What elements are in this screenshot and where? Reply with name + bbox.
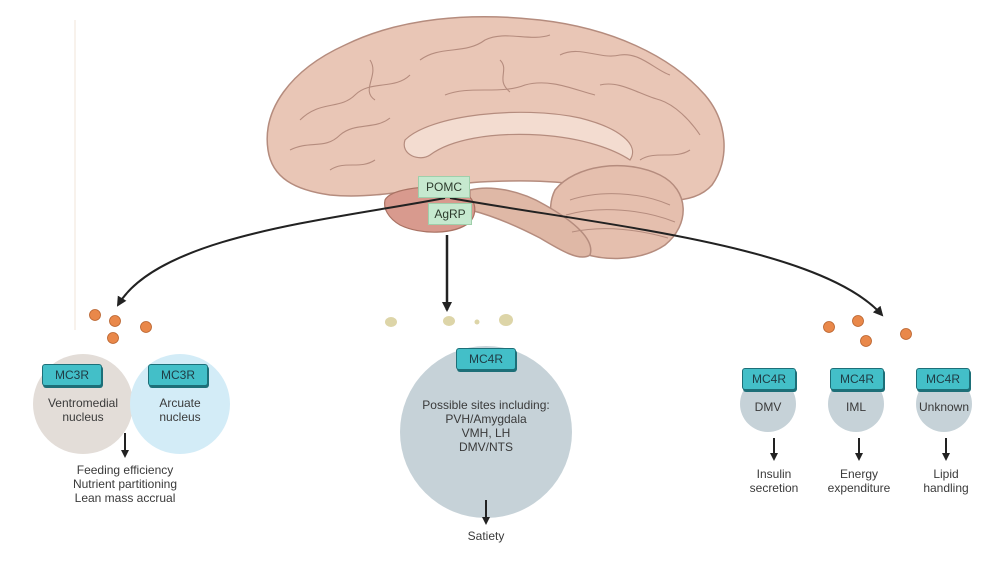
ventromedial-line-1: Ventromedial <box>47 396 119 410</box>
dmv-outcome: Insulin secretion <box>739 467 809 495</box>
lipid-line-1: Lipid <box>933 467 959 481</box>
arrow-to-left-group <box>116 197 446 307</box>
mc4r-tag-center: MC4R <box>456 348 516 370</box>
cerebellum-folia <box>565 193 676 239</box>
ventromedial-line-2: nucleus <box>62 410 104 424</box>
mc4r-sites-label: Possible sites including: PVH/Amygdala V… <box>406 398 566 454</box>
mc4r-sites-circle <box>400 346 572 518</box>
arrow-to-right-group <box>449 197 884 317</box>
iml-label: IML <box>845 400 866 414</box>
mc4r-tag-dmv: MC4R <box>742 368 796 390</box>
outcome-lean-mass-accrual: Lean mass accrual <box>74 491 176 505</box>
pomc-label: POMC <box>418 176 470 198</box>
orange-particles-right <box>823 315 912 347</box>
outcome-feeding-efficiency: Feeding efficiency <box>76 463 174 477</box>
energy-line-2: expenditure <box>827 481 891 495</box>
iml-circle <box>828 376 884 432</box>
left-outcomes: Feeding efficiency Nutrient partitioning… <box>55 463 195 505</box>
arcuate-line-2: nucleus <box>159 410 201 424</box>
unknown-label: Unknown <box>918 400 970 414</box>
sites-line-3: VMH, LH <box>461 426 511 440</box>
dmv-circle <box>740 376 796 432</box>
unknown-circle <box>916 376 972 432</box>
arcuate-nucleus-label: Arcuate nucleus <box>130 396 230 424</box>
arcuate-line-1: Arcuate <box>159 396 201 410</box>
outcome-nutrient-partitioning: Nutrient partitioning <box>72 477 178 491</box>
insulin-line-1: Insulin <box>756 467 792 481</box>
iml-outcome: Energy expenditure <box>818 467 900 495</box>
agrp-label: AgRP <box>428 203 472 225</box>
corpus-callosum <box>403 111 634 161</box>
mc3r-tag-ventromedial: MC3R <box>42 364 102 386</box>
mc4r-tag-unknown: MC4R <box>916 368 970 390</box>
mc4r-tag-iml: MC4R <box>830 368 884 390</box>
lipid-line-2: handling <box>923 481 969 495</box>
brain-illustration <box>266 15 725 260</box>
orange-particles-left <box>89 309 152 344</box>
energy-line-1: Energy <box>839 467 879 481</box>
brainstem <box>469 187 592 258</box>
sites-line-4: DMV/NTS <box>459 440 513 454</box>
sites-line-2: PVH/Amygdala <box>445 412 527 426</box>
dmv-label: DMV <box>754 400 782 414</box>
unknown-outcome: Lipid handling <box>911 467 981 495</box>
mc3r-tag-arcuate: MC3R <box>148 364 208 386</box>
yellow-particles-center <box>385 314 513 327</box>
gyri-folds <box>289 34 701 171</box>
satiety-label: Satiety <box>467 529 505 543</box>
sites-line-1: Possible sites including: <box>422 398 550 412</box>
ventromedial-nucleus-label: Ventromedial nucleus <box>33 396 133 424</box>
insulin-line-2: secretion <box>749 481 799 495</box>
